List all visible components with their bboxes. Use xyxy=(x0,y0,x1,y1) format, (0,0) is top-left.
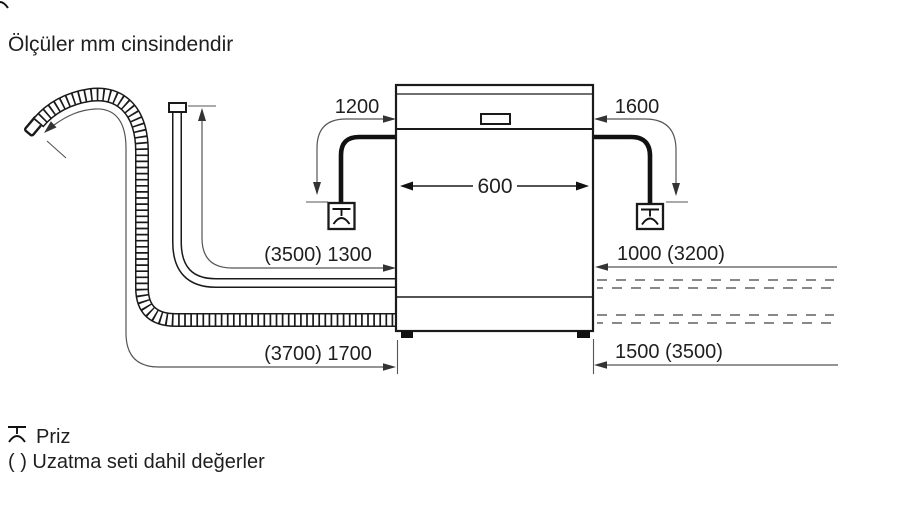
socket-icon xyxy=(0,0,9,9)
dim-label-width: 600 xyxy=(477,175,512,198)
foot-left xyxy=(401,331,413,338)
foot-right xyxy=(577,331,590,338)
dim-label-drain: (3700) 1700 xyxy=(264,343,372,365)
socket-right xyxy=(635,202,665,231)
hose-extension-dashes xyxy=(597,279,834,324)
tick-drain-end xyxy=(46,140,67,159)
legend-socket-label: Priz xyxy=(36,426,70,448)
drain-hose xyxy=(24,87,396,327)
dim-appliance-width: 600 xyxy=(400,175,589,198)
page-title: Ölçüler mm cinsindendir xyxy=(8,33,233,56)
legend: Priz ( ) Uzatma seti dahil değerler xyxy=(7,426,265,473)
dim-right-bottom: 1500 (3500) xyxy=(594,341,838,369)
dim-cord-right: 1600 xyxy=(594,96,688,203)
socket-left xyxy=(327,201,356,231)
supply-hose xyxy=(168,102,396,288)
dim-label-right-mid: 1000 (3200) xyxy=(617,243,725,265)
dim-label-cord-left: 1200 xyxy=(335,96,380,118)
door-handle xyxy=(480,113,511,125)
power-cord-right xyxy=(592,134,653,204)
dim-label-cord-right: 1600 xyxy=(615,96,660,118)
supply-hose-end-cap xyxy=(168,102,187,113)
dim-label-right-bottom: 1500 (3500) xyxy=(615,341,723,363)
legend-brackets-note: ( ) Uzatma seti dahil değerler xyxy=(8,451,265,473)
dim-supply-hose: (3500) 1300 xyxy=(188,105,396,272)
power-cord-left xyxy=(338,134,397,203)
dim-right-mid: 1000 (3200) xyxy=(595,243,837,271)
socket-icon xyxy=(7,426,27,443)
dim-label-supply: (3500) 1300 xyxy=(264,244,372,266)
dim-cord-left: 1200 xyxy=(306,96,396,203)
dim-drain-hose: (3700) 1700 xyxy=(44,108,396,371)
dishwasher-front xyxy=(394,83,595,338)
